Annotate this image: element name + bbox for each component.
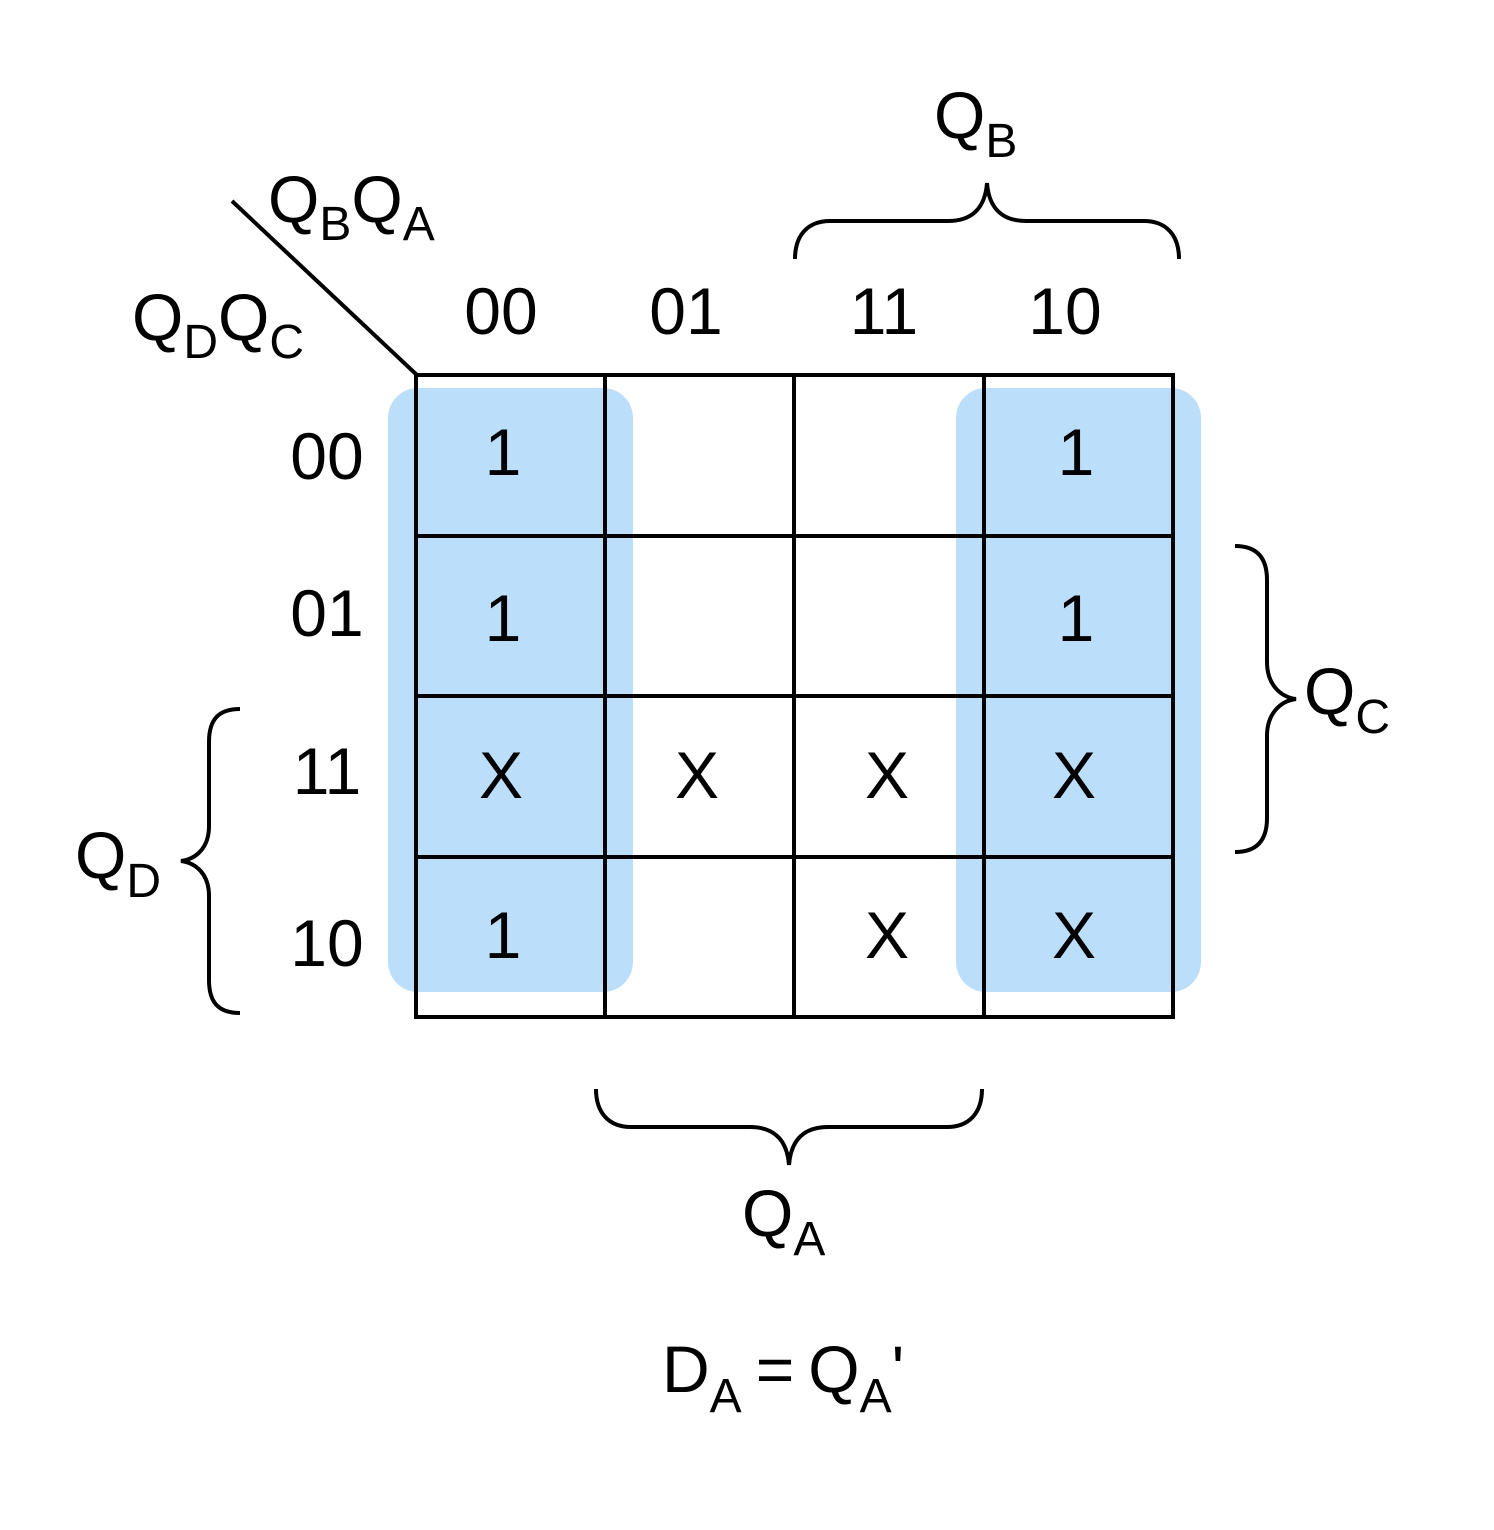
cell-value: 1 bbox=[1058, 415, 1095, 489]
qb-label: QB bbox=[934, 78, 1017, 168]
qd-label: QD bbox=[75, 818, 161, 908]
group-highlights bbox=[388, 388, 1201, 992]
cell-value: X bbox=[865, 738, 909, 812]
corner-col-label: QBQA bbox=[268, 162, 435, 251]
col-header: 00 bbox=[464, 274, 537, 348]
row-header: 11 bbox=[293, 734, 362, 808]
equation: DA=QA' bbox=[662, 1332, 904, 1423]
cell-value: 1 bbox=[1058, 581, 1095, 655]
cell-value: X bbox=[479, 738, 523, 812]
qd-brace bbox=[180, 707, 241, 1015]
row-header: 00 bbox=[290, 419, 363, 493]
col-header: 10 bbox=[1028, 274, 1101, 348]
row-headers: 00 01 11 10 bbox=[290, 419, 363, 980]
qa-brace bbox=[594, 1088, 984, 1166]
corner-diagonal bbox=[230, 199, 420, 378]
column-headers: 00 01 11 10 bbox=[464, 274, 1101, 348]
cell-value: X bbox=[1052, 898, 1096, 972]
cell-value: X bbox=[865, 898, 909, 972]
cell-value: X bbox=[1052, 738, 1096, 812]
cell-value: 1 bbox=[485, 581, 522, 655]
cell-value: X bbox=[675, 738, 719, 812]
qc-label: QC bbox=[1304, 654, 1390, 744]
row-header: 01 bbox=[290, 576, 363, 650]
qb-brace bbox=[793, 182, 1181, 260]
cell-value: 1 bbox=[485, 415, 522, 489]
group-highlight bbox=[388, 388, 633, 992]
map-grid bbox=[414, 373, 1175, 1019]
group-highlight bbox=[956, 388, 1201, 992]
row-header: 10 bbox=[290, 906, 363, 980]
qa-label: QA bbox=[742, 1176, 825, 1266]
col-header: 11 bbox=[850, 274, 919, 348]
cell-value: 1 bbox=[485, 898, 522, 972]
col-header: 01 bbox=[649, 274, 722, 348]
corner-row-label: QDQC bbox=[132, 280, 304, 369]
qc-brace bbox=[1234, 544, 1297, 854]
